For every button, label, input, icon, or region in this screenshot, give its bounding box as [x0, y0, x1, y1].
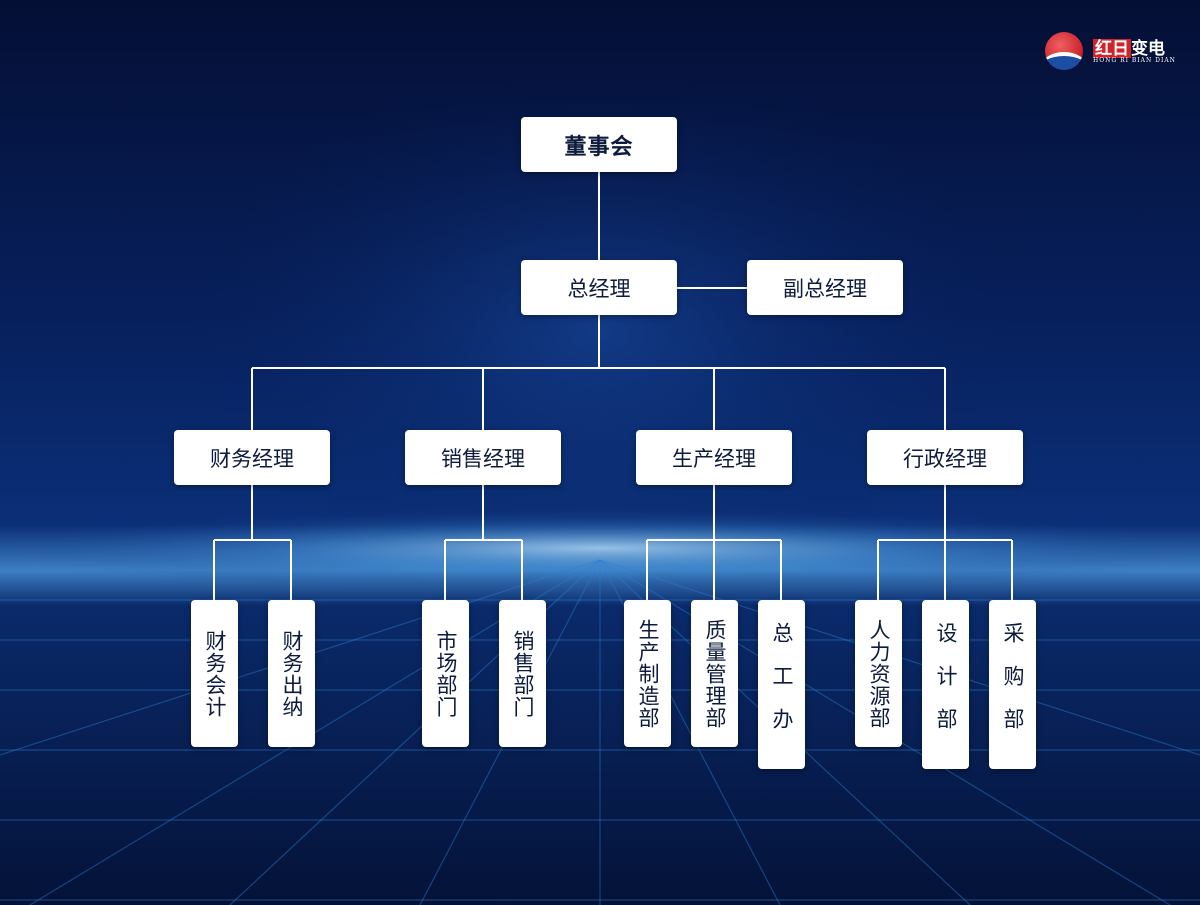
logo-text: 红日变电 [1093, 39, 1165, 58]
dept-node-purchasing: 采购部 [989, 600, 1036, 769]
deputy-general-manager-node: 副总经理 [747, 260, 903, 315]
manager-node-admin: 行政经理 [867, 430, 1023, 485]
dept-node-sales: 销售部门 [499, 600, 546, 747]
manager-node-finance: 财务经理 [174, 430, 330, 485]
dept-node-chief-engineer-office: 总工办 [758, 600, 805, 769]
dept-node-hr: 人力资源部 [855, 600, 902, 747]
dept-node-marketing: 市场部门 [422, 600, 469, 747]
logo-english: HONG RI BIAN DIAN [1093, 57, 1176, 64]
dept-node-finance-cashier: 财务出纳 [268, 600, 315, 747]
manager-node-sales: 销售经理 [405, 430, 561, 485]
dept-node-design: 设计部 [922, 600, 969, 769]
manager-node-production: 生产经理 [636, 430, 792, 485]
dept-node-finance-accounting: 财务会计 [191, 600, 238, 747]
general-manager-node: 总经理 [521, 260, 677, 315]
dept-node-manufacturing: 生产制造部 [624, 600, 671, 747]
company-logo: 红日变电 HONG RI BIAN DIAN [1045, 32, 1175, 72]
dept-node-quality: 质量管理部 [691, 600, 738, 747]
logo-mark-icon [1045, 32, 1083, 70]
board-node: 董事会 [521, 117, 677, 172]
